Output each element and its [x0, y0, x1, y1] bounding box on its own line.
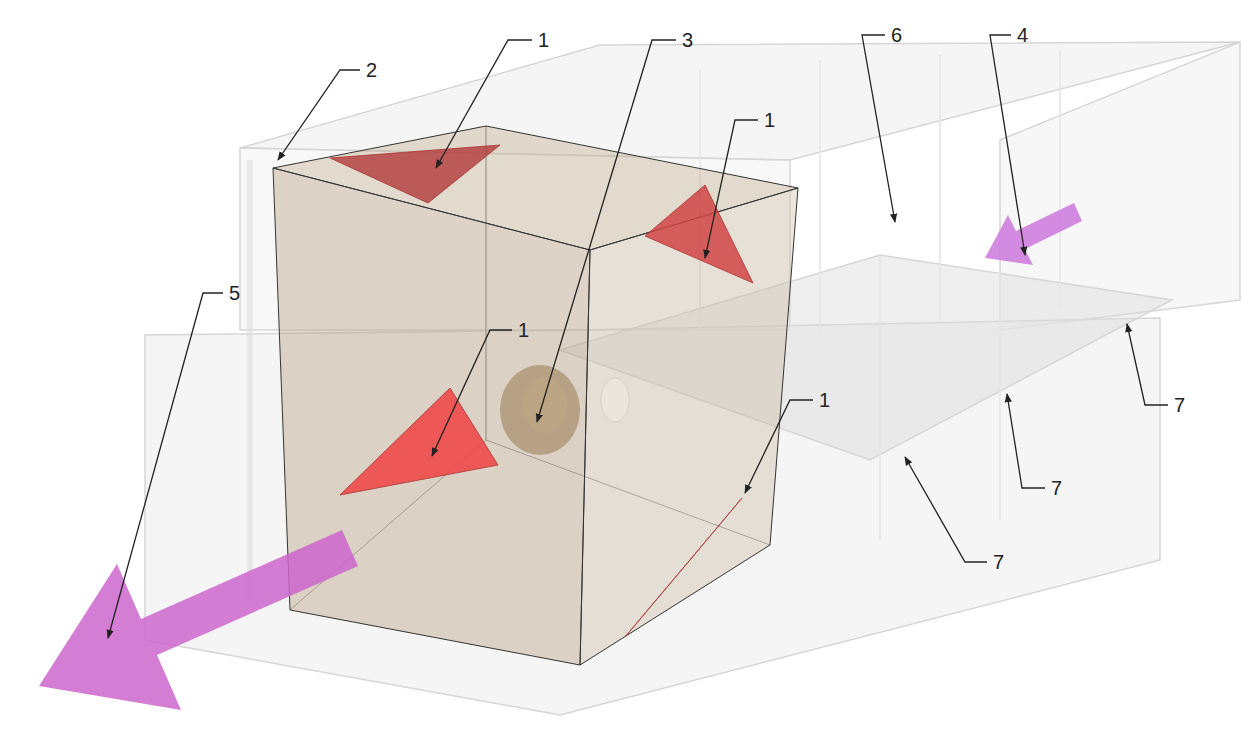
outflow-arrow — [39, 530, 358, 710]
callout-number: 1 — [536, 28, 551, 52]
callout-number: 7 — [1049, 476, 1064, 500]
inflow-arrow — [985, 203, 1082, 265]
deflector-plates — [330, 145, 753, 637]
leader-lines — [108, 35, 1168, 638]
callout-number: 4 — [1015, 23, 1030, 47]
callout-number: 1 — [762, 108, 777, 132]
duct-housing — [145, 42, 1240, 715]
callout-number: 7 — [991, 550, 1006, 574]
callout-number: 1 — [516, 318, 531, 342]
chamber-cube — [273, 126, 798, 665]
callout-number: 1 — [817, 388, 832, 412]
callout-number: 2 — [364, 58, 379, 82]
callout-number: 6 — [889, 23, 904, 47]
callout-number: 3 — [680, 28, 695, 52]
callout-number: 5 — [227, 281, 242, 305]
callout-number: 7 — [1172, 393, 1187, 417]
